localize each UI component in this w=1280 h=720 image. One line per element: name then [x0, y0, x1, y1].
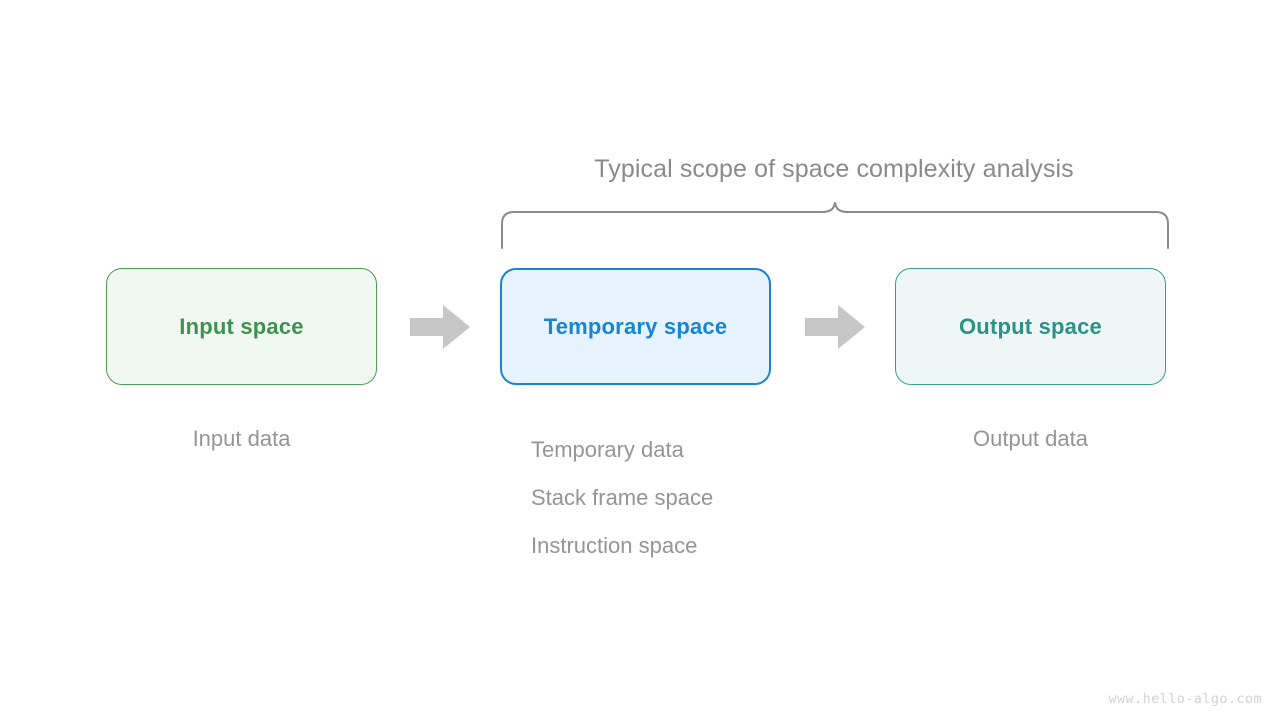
box-input-space: Input space: [106, 268, 377, 385]
caption-input-data: Input data: [192, 426, 291, 451]
scope-title: Typical scope of space complexity analys…: [594, 155, 1074, 183]
arrow-right-icon: [805, 305, 865, 349]
caption-stack-frame-space: Stack frame space: [531, 485, 714, 510]
box-temporary-space: Temporary space: [500, 268, 771, 385]
caption-output-data: Output data: [973, 426, 1088, 451]
box-output-space: Output space: [895, 268, 1166, 385]
caption-instruction-space: Instruction space: [531, 533, 698, 558]
caption-temporary-data: Temporary data: [531, 437, 684, 462]
arrow-right-icon: [410, 305, 470, 349]
scope-brace-icon: [501, 202, 1169, 249]
caption-temporary-list: Temporary data Stack frame space Instruc…: [531, 426, 713, 570]
watermark: www.hello-algo.com: [1108, 691, 1262, 707]
